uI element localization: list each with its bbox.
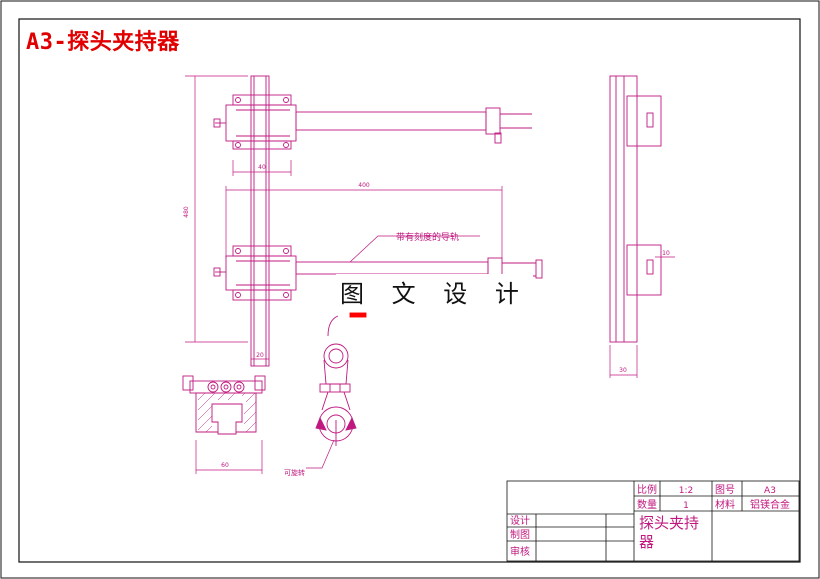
rotatable-annotation: 可旋转 (284, 468, 305, 477)
design-label: 设计 (510, 514, 530, 527)
dim-20: 20 (256, 352, 264, 359)
drawing-no-value: A3 (764, 486, 776, 496)
review-label: 审核 (510, 545, 530, 558)
quantity-value: 1 (683, 501, 689, 511)
dim-40: 40 (258, 164, 266, 171)
material-label: 材料 (715, 498, 735, 511)
scale-label: 比例 (637, 483, 657, 496)
drawing-no-label: 图号 (715, 484, 735, 496)
rotating-clamp (315, 312, 367, 446)
quantity-label: 数量 (637, 498, 657, 511)
draw-label: 制图 (510, 528, 530, 541)
watermark-text: 图 文 设 计 (336, 274, 533, 309)
dimension-lines (185, 75, 675, 474)
side-view (609, 75, 662, 343)
material-value: 铝镁合金 (750, 498, 790, 511)
drawing-title: A3-探头夹持器 (26, 30, 180, 55)
title-block-text: 比例 1:2 图号 A3 数量 1 材料 铝镁合金 设计 制图 审核 (510, 483, 790, 558)
dim-10: 10 (662, 250, 670, 257)
inner-frame (18, 18, 801, 563)
title-block (506, 480, 800, 562)
part-name: 探头夹持器 (639, 514, 700, 551)
dim-30: 30 (619, 367, 627, 374)
dim-480: 480 (183, 206, 190, 218)
rail-annotation: 带有刻度的导轨 (396, 231, 459, 243)
rail-section (182, 375, 266, 435)
dim-400: 400 (358, 182, 370, 189)
scale-value: 1:2 (679, 486, 693, 496)
dim-60: 60 (221, 462, 229, 469)
